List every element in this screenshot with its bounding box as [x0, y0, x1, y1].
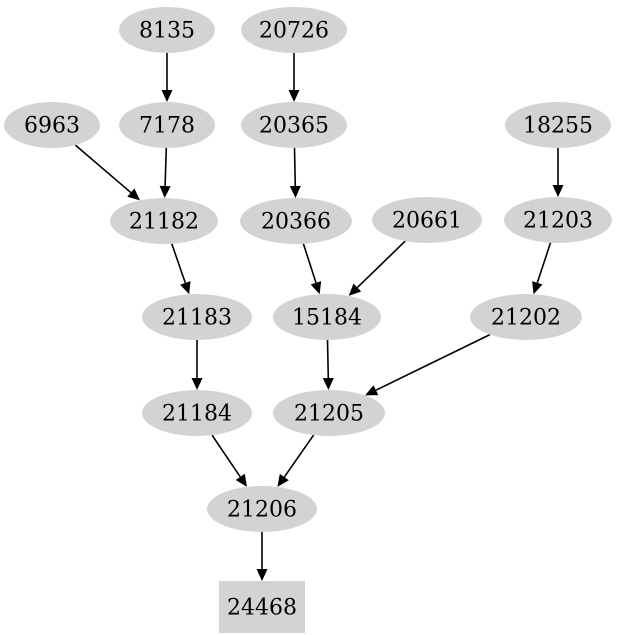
graph-node-21205: 21205 [273, 390, 385, 436]
graph-edge-20365-20366 [293, 147, 297, 187]
graph-edge-arrowhead [310, 281, 322, 295]
graph-node-21182: 21182 [110, 198, 218, 244]
graph-edge-arrowhead [180, 281, 191, 295]
graph-node-ellipse [504, 197, 612, 243]
graph-node-21183: 21183 [142, 294, 252, 340]
graph-edge-arrowhead [191, 378, 203, 390]
graph-edge-15184-21205 [326, 339, 330, 379]
graph-edge-7178-21182 [164, 147, 168, 187]
graph-edge-arrowhead [552, 185, 564, 197]
graph-node-label: 21183 [162, 305, 232, 330]
graph-node-label: 21205 [294, 401, 364, 426]
graph-edge-arrowhead [348, 283, 362, 296]
graph-node-ellipse [142, 294, 252, 340]
graph-node-ellipse [273, 294, 381, 340]
graph-node-label: 24468 [227, 595, 297, 620]
graph-node-ellipse [505, 102, 611, 148]
graph-node-label: 21184 [162, 401, 232, 426]
graph-edge-20366-15184 [302, 243, 317, 284]
graph-node-21206: 21206 [207, 486, 317, 532]
graph-node-24468: 24468 [219, 581, 305, 633]
graph-node-ellipse [273, 390, 385, 436]
graph-node-label: 21203 [523, 208, 593, 233]
graph-node-6963: 6963 [4, 102, 100, 148]
graph-node-ellipse [207, 486, 317, 532]
graph-edge-arrowhead [159, 185, 171, 198]
graph-node-label: 8135 [139, 18, 195, 43]
graph-edge-arrowhead [127, 188, 140, 201]
graph-edge-arrowhead [289, 185, 301, 198]
graph-node-ellipse [4, 102, 100, 148]
graph-edge-21203-21202 [536, 242, 552, 284]
graph-edge-21205-21206 [283, 434, 315, 478]
graph-node-8135: 8135 [119, 7, 215, 53]
graph-node-label: 15184 [292, 305, 362, 330]
graph-edge-21202-21205 [375, 333, 491, 391]
graph-node-ellipse [241, 7, 347, 53]
graph-node-20365: 20365 [241, 102, 347, 148]
graph-node-ellipse [142, 390, 252, 436]
graph-edge-20661-15184 [356, 240, 406, 289]
graph-edge-21184-21206 [211, 434, 241, 478]
graph-node-ellipse [119, 102, 215, 148]
graph-node-21184: 21184 [142, 390, 252, 436]
graph-edge-arrowhead [532, 281, 543, 295]
graph-edge-arrowhead [161, 90, 173, 102]
graph-edge-arrowhead [235, 473, 247, 487]
graph-node-15184: 15184 [273, 294, 381, 340]
graph-node-20366: 20366 [240, 198, 352, 244]
graph-node-label: 6963 [24, 113, 80, 138]
graph-edge-6963-21182 [74, 144, 132, 194]
graph-node-20726: 20726 [241, 7, 347, 53]
graph-node-20661: 20661 [372, 197, 482, 243]
graph-node-label: 20661 [392, 208, 462, 233]
graph-node-box [219, 581, 305, 633]
graph-node-ellipse [470, 294, 582, 340]
graph-node-label: 20366 [261, 209, 331, 234]
graph-node-ellipse [119, 7, 215, 53]
graph-node-ellipse [241, 102, 347, 148]
graph-node-label: 21202 [491, 305, 561, 330]
graph-node-label: 18255 [523, 113, 593, 138]
graph-node-label: 20365 [259, 113, 329, 138]
graph-node-ellipse [372, 197, 482, 243]
graph-node-18255: 18255 [505, 102, 611, 148]
graph-edge-arrowhead [322, 377, 334, 390]
graph-node-label: 21182 [129, 209, 199, 234]
graph-edge-arrowhead [256, 569, 268, 581]
graph-node-21203: 21203 [504, 197, 612, 243]
graph-node-21202: 21202 [470, 294, 582, 340]
graph-node-ellipse [110, 198, 218, 244]
graph-edge-arrowhead [365, 385, 379, 396]
graph-node-label: 21206 [227, 497, 297, 522]
graph-edge-21182-21183 [171, 243, 187, 284]
graph-node-label: 7178 [139, 113, 195, 138]
graph-edge-arrowhead [277, 473, 289, 487]
graph-node-7178: 7178 [119, 102, 215, 148]
graph-node-ellipse [240, 198, 352, 244]
graph-node-label: 20726 [259, 18, 329, 43]
graph-edge-arrowhead [288, 90, 300, 102]
